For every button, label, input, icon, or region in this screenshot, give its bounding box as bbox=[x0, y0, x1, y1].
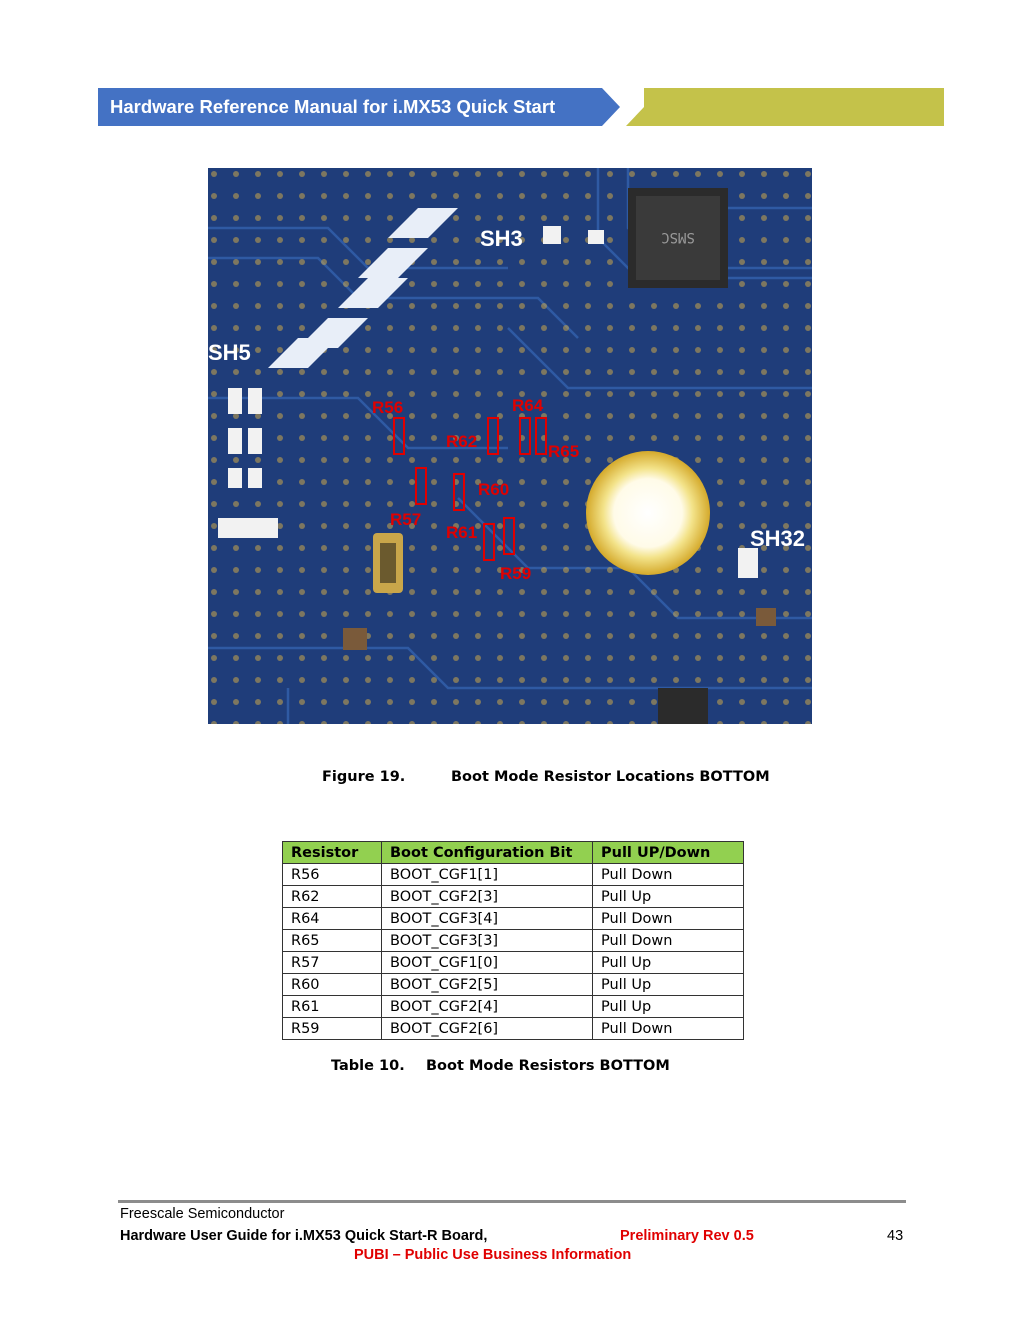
table-caption-number: Table 10. bbox=[331, 1058, 405, 1074]
cell-boot-config-bit: BOOT_CGF2[3] bbox=[381, 885, 593, 908]
annotation-r65: R65 bbox=[548, 442, 579, 461]
cell-boot-config-bit: BOOT_CGF2[5] bbox=[381, 973, 593, 996]
smsc-chip: SMSC bbox=[628, 188, 728, 288]
cell-boot-config-bit: BOOT_CGF1[1] bbox=[381, 863, 593, 886]
table-row: R61 BOOT_CGF2[4] Pull Up bbox=[282, 995, 744, 1018]
footer-divider bbox=[118, 1200, 906, 1203]
table-row: R60 BOOT_CGF2[5] Pull Up bbox=[282, 973, 744, 996]
mounting-hole-pad bbox=[586, 451, 710, 575]
board-photo: SMSC SH3 SH5 SH32 R56 R64 R62 R65 R60 bbox=[208, 168, 812, 724]
annotation-r64: R64 bbox=[512, 396, 544, 415]
annotation-r61: R61 bbox=[446, 523, 477, 542]
table-header-row: Resistor Boot Configuration Bit Pull UP/… bbox=[282, 841, 744, 864]
cell-pull: Pull Up bbox=[592, 951, 744, 974]
cell-boot-config-bit: BOOT_CGF2[6] bbox=[381, 1017, 593, 1040]
table-row: R62 BOOT_CGF2[3] Pull Up bbox=[282, 885, 744, 908]
cell-boot-config-bit: BOOT_CGF3[4] bbox=[381, 907, 593, 930]
table-row: R56 BOOT_CGF1[1] Pull Down bbox=[282, 863, 744, 886]
cell-pull: Pull Up bbox=[592, 995, 744, 1018]
column-header-boot-config-bit: Boot Configuration Bit bbox=[381, 841, 593, 864]
footer-guide-title: Hardware User Guide for i.MX53 Quick Sta… bbox=[120, 1228, 488, 1244]
annotation-r57: R57 bbox=[390, 510, 421, 529]
annotation-r59: R59 bbox=[500, 564, 531, 583]
cell-resistor: R59 bbox=[282, 1017, 382, 1040]
resistor-annotations: R56 R64 R62 R65 R60 R57 R61 R59 bbox=[372, 396, 579, 583]
cell-resistor: R57 bbox=[282, 951, 382, 974]
header-title-bar: Hardware Reference Manual for i.MX53 Qui… bbox=[98, 88, 620, 126]
column-header-resistor: Resistor bbox=[282, 841, 382, 864]
cell-pull: Pull Down bbox=[592, 907, 744, 930]
cell-resistor: R56 bbox=[282, 863, 382, 886]
cell-boot-config-bit: BOOT_CGF1[0] bbox=[381, 951, 593, 974]
chip-bottom bbox=[658, 688, 708, 724]
annotation-r60: R60 bbox=[478, 480, 509, 499]
figure-number: Figure 19. bbox=[322, 769, 406, 785]
cell-resistor: R62 bbox=[282, 885, 382, 908]
cell-resistor: R65 bbox=[282, 929, 382, 952]
annotation-r62: R62 bbox=[446, 432, 477, 451]
smd-components bbox=[218, 226, 758, 578]
cell-boot-config-bit: BOOT_CGF2[4] bbox=[381, 995, 593, 1018]
column-header-pull: Pull UP/Down bbox=[592, 841, 744, 864]
cell-boot-config-bit: BOOT_CGF3[3] bbox=[381, 929, 593, 952]
table-row: R59 BOOT_CGF2[6] Pull Down bbox=[282, 1017, 744, 1040]
cell-resistor: R60 bbox=[282, 973, 382, 996]
table-row: R57 BOOT_CGF1[0] Pull Up bbox=[282, 951, 744, 974]
cell-pull: Pull Down bbox=[592, 929, 744, 952]
footer-company: Freescale Semiconductor bbox=[120, 1206, 285, 1222]
cell-resistor: R61 bbox=[282, 995, 382, 1018]
silkscreen-sh32: SH32 bbox=[750, 526, 805, 551]
cell-resistor: R64 bbox=[282, 907, 382, 930]
cell-pull: Pull Down bbox=[592, 1017, 744, 1040]
cell-pull: Pull Up bbox=[592, 973, 744, 996]
annotation-r56: R56 bbox=[372, 398, 403, 417]
silkscreen-sh5: SH5 bbox=[208, 340, 251, 365]
capacitors bbox=[343, 533, 776, 650]
table-row: R65 BOOT_CGF3[3] Pull Down bbox=[282, 929, 744, 952]
boot-mode-resistors-table: Resistor Boot Configuration Bit Pull UP/… bbox=[282, 841, 744, 1040]
figure-title: Boot Mode Resistor Locations BOTTOM bbox=[451, 769, 770, 785]
cell-pull: Pull Down bbox=[592, 863, 744, 886]
footer-classification: PUBI – Public Use Business Information bbox=[354, 1247, 632, 1263]
freescale-logo bbox=[268, 208, 458, 368]
table-row: R64 BOOT_CGF3[4] Pull Down bbox=[282, 907, 744, 930]
cell-pull: Pull Up bbox=[592, 885, 744, 908]
header-accent-bar bbox=[626, 88, 944, 126]
page-number: 43 bbox=[887, 1228, 904, 1244]
header-title: Hardware Reference Manual for i.MX53 Qui… bbox=[110, 96, 556, 117]
table-caption-title: Boot Mode Resistors BOTTOM bbox=[426, 1058, 670, 1074]
chip-label: SMSC bbox=[661, 229, 695, 245]
footer-revision: Preliminary Rev 0.5 bbox=[620, 1228, 754, 1244]
silkscreen-sh3: SH3 bbox=[480, 226, 523, 251]
resistor-markers bbox=[393, 417, 547, 561]
